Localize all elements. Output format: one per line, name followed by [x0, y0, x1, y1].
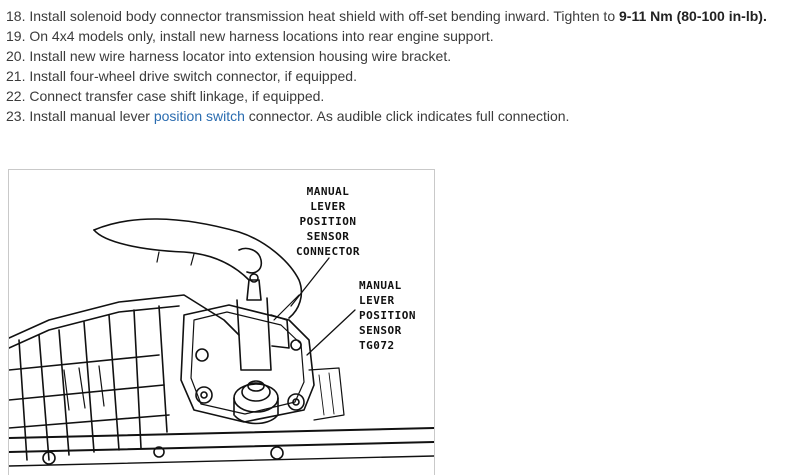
- step-20: 20. Install new wire harness locator int…: [6, 48, 452, 64]
- sensor-callout-label: MANUAL LEVER POSITION SENSOR TG072: [359, 279, 416, 352]
- step-21: 21. Install four-wheel drive switch conn…: [6, 68, 357, 84]
- manual-lever-sensor-illustration: MANUAL LEVER POSITION SENSOR CONNECTOR M…: [8, 169, 435, 475]
- instruction-steps: 18. Install solenoid body connector tran…: [6, 6, 796, 126]
- step-22: 22. Connect transfer case shift linkage,…: [6, 88, 325, 104]
- position-switch-link[interactable]: position switch: [153, 108, 245, 124]
- transmission-line-drawing: [9, 218, 434, 467]
- step-19: 19. On 4x4 models only, install new harn…: [6, 28, 494, 44]
- torque-spec: 9-11 Nm (80-100 in-lb).: [619, 8, 767, 24]
- step-18: 18. Install solenoid body connector tran…: [6, 8, 767, 24]
- step-23: 23. Install manual lever position switch…: [6, 108, 570, 124]
- connector-callout-label: MANUAL LEVER POSITION SENSOR CONNECTOR: [295, 185, 361, 258]
